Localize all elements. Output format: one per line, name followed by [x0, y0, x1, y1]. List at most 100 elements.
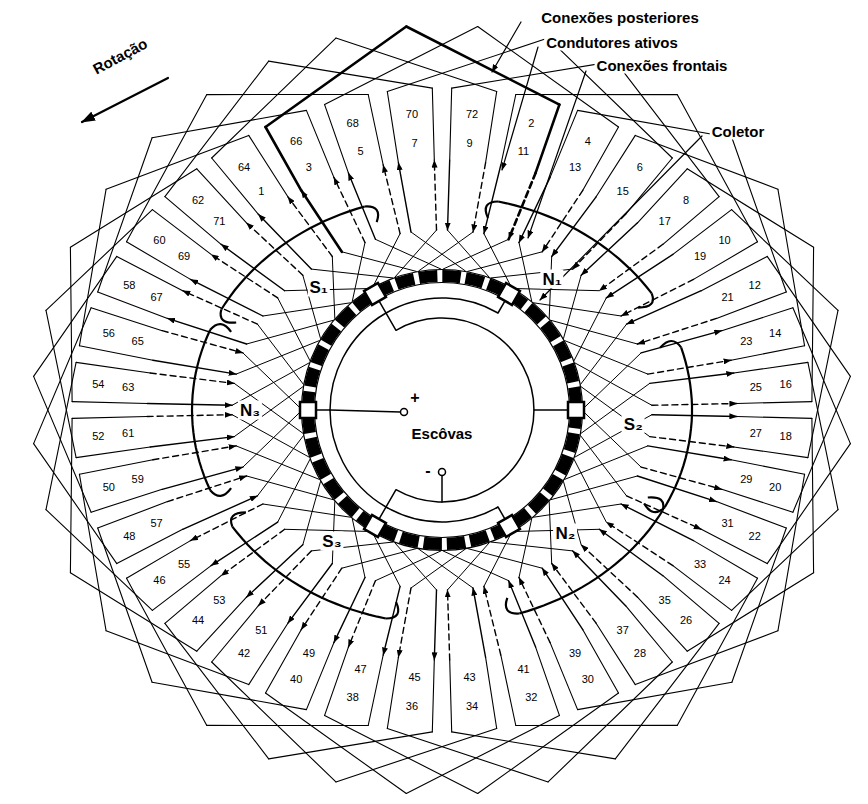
brush — [498, 283, 520, 305]
pole-hook — [221, 310, 237, 323]
back-connection — [98, 528, 152, 682]
front-connection — [263, 504, 351, 517]
pole-arc — [221, 207, 364, 310]
front-connection — [342, 252, 417, 272]
conductor-end — [486, 657, 497, 728]
conductor-number: 28 — [633, 648, 647, 659]
back-connection — [79, 189, 106, 346]
front-connection — [581, 387, 650, 437]
front-connection — [583, 353, 641, 409]
conductor-number: 25 — [749, 381, 763, 392]
front-connection — [263, 303, 351, 316]
terminal-lead — [441, 476, 443, 503]
active-conductor — [434, 590, 436, 660]
conductor-end — [596, 623, 635, 684]
active-conductor — [650, 373, 734, 383]
active-conductor — [621, 504, 693, 541]
front-connection — [575, 415, 652, 457]
back-connection — [336, 729, 497, 782]
back-connection — [266, 27, 407, 128]
conductor-end — [673, 210, 732, 255]
conductor-end — [98, 292, 168, 318]
active-conductor — [648, 360, 731, 374]
back-connection — [70, 247, 72, 401]
conductor-number: 63 — [121, 381, 135, 392]
front-connection — [243, 411, 301, 467]
conductor-end — [701, 529, 767, 563]
conductor-number: 22 — [748, 530, 762, 541]
front-connection — [257, 436, 303, 496]
conductor-number: 21 — [720, 291, 734, 302]
terminal — [439, 469, 446, 476]
front-connection — [443, 239, 508, 269]
front-connection — [581, 324, 627, 384]
conductor-number: 14 — [768, 328, 782, 339]
conductor-end — [673, 566, 732, 611]
front-connection — [375, 551, 440, 581]
active-conductor — [473, 588, 486, 657]
conductor-number: 39 — [568, 647, 582, 658]
conductor-number: 10 — [717, 234, 731, 245]
negative-bus — [396, 318, 534, 502]
conductor-end — [717, 292, 787, 318]
brush — [498, 515, 520, 537]
conductor-end — [72, 402, 147, 404]
conductor-end — [249, 623, 288, 684]
conductor-end — [212, 158, 259, 214]
front-connection — [468, 252, 543, 272]
front-connection — [352, 243, 365, 302]
pole-arc — [519, 511, 662, 614]
pole-arc — [665, 347, 692, 507]
pole-label: S₁ — [307, 278, 329, 297]
conductor-end — [450, 88, 452, 160]
back-connection — [812, 247, 814, 401]
conductor-number: 17 — [658, 215, 672, 226]
positive-bus — [330, 298, 498, 522]
conductor-number: 69 — [177, 251, 191, 262]
conductor-end — [731, 460, 805, 474]
pole-hook — [648, 497, 664, 510]
conductor-end — [501, 655, 516, 726]
active-conductor — [434, 160, 436, 230]
conductor-end — [701, 256, 767, 290]
back-connection — [677, 578, 757, 725]
back-connection — [406, 715, 559, 793]
conductor-number: 72 — [465, 109, 479, 120]
active-conductor — [473, 163, 486, 232]
conductor-number: 11 — [517, 146, 530, 157]
front-connection — [574, 459, 606, 522]
back-connection — [452, 732, 616, 759]
active-conductor — [652, 404, 737, 406]
front-connection — [514, 289, 600, 291]
conductor-end — [734, 362, 808, 373]
commutator-segments — [308, 276, 576, 544]
conductor-end — [734, 447, 808, 458]
brush-lead — [498, 507, 505, 519]
conductor-number: 31 — [720, 518, 734, 529]
conductor-number: 27 — [749, 428, 763, 439]
rotation-label: Rotação — [88, 34, 152, 79]
conductor-end — [325, 105, 349, 173]
active-conductor — [484, 165, 501, 234]
front-connection — [332, 257, 335, 319]
active-conductor — [573, 551, 626, 606]
active-conductor — [147, 404, 232, 406]
active-conductor — [153, 446, 236, 460]
conductor-number: 13 — [568, 162, 582, 173]
pole-arc — [192, 330, 210, 490]
active-conductor — [627, 291, 702, 324]
brush — [300, 402, 316, 418]
conductor-number: 53 — [212, 594, 226, 605]
back-connection — [677, 95, 757, 242]
active-conductor — [398, 163, 411, 232]
pole-label: S₂ — [622, 414, 645, 433]
brush — [568, 402, 584, 418]
active-conductor — [150, 373, 234, 383]
back-connection — [34, 444, 117, 564]
brush — [364, 515, 386, 537]
back-connection — [98, 138, 152, 292]
conductor-end — [694, 242, 758, 280]
front-connection — [549, 502, 552, 564]
back-connection — [79, 474, 106, 631]
